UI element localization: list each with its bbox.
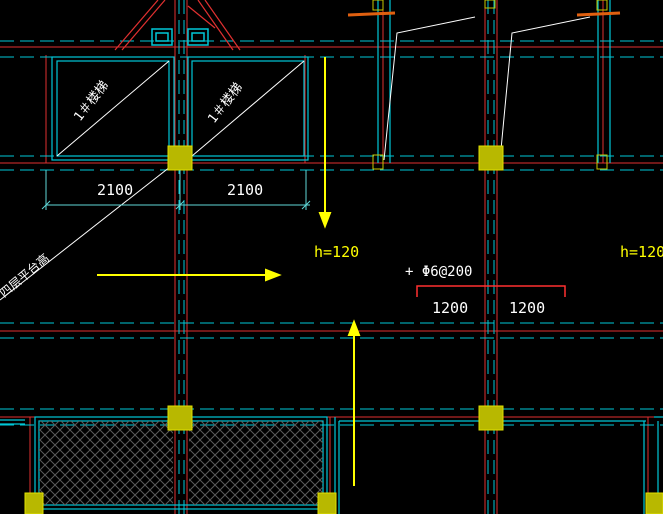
column-top-right [478, 145, 504, 171]
hatch-area-right [189, 421, 323, 505]
column-top-left [167, 145, 193, 171]
dim-label-right: 2100 [227, 181, 263, 199]
column-corner-right [645, 492, 663, 514]
rebar-bracket [416, 285, 566, 297]
dim-label-left: 2100 [97, 181, 133, 199]
column-corner-left [24, 492, 44, 514]
stair-top-lines [114, 0, 241, 51]
rebar-spec-label: + Φ6@200 [405, 264, 472, 280]
slab-thickness-center: h=120 [314, 243, 359, 261]
columns [24, 145, 663, 514]
slab-thickness-right: h=120 [620, 243, 663, 261]
orange-marks [347, 11, 621, 17]
column-corner-mid [317, 492, 337, 514]
dimension-lines [41, 170, 311, 210]
door-lines [383, 16, 591, 161]
stair-diagonals [0, 60, 305, 301]
hatched-posts [372, 0, 608, 170]
rebar-dim-left: 1200 [432, 299, 468, 317]
rebar-dim-right: 1200 [509, 299, 545, 317]
column-bottom-left [167, 405, 193, 431]
hatch-area-left [39, 421, 173, 505]
vent-boxes [151, 28, 209, 46]
arrows [97, 57, 361, 486]
column-bottom-right [478, 405, 504, 431]
